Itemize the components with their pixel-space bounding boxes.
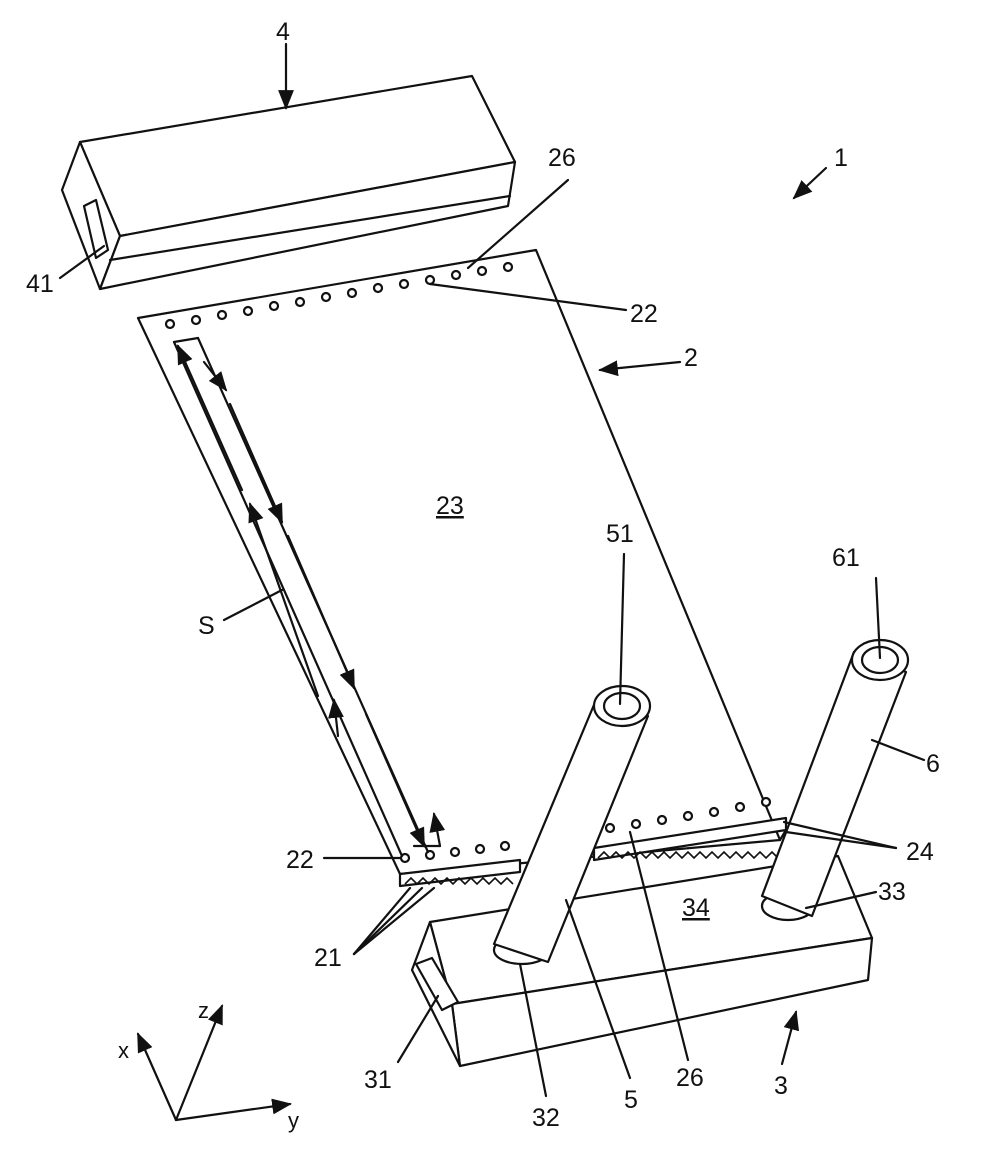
z-axis-label: z — [198, 998, 209, 1023]
y-axis-label: y — [288, 1108, 299, 1133]
x-axis-label: x — [118, 1038, 129, 1063]
label-top-header-slot: 41 — [26, 270, 54, 298]
label-flow: S — [198, 612, 215, 640]
label-plate: 2 — [684, 344, 698, 372]
label-assembly: 1 — [834, 144, 848, 172]
label-face: 23 — [436, 492, 464, 520]
z-axis-arrow — [176, 1006, 222, 1120]
label-hole-row-top: 22 — [630, 300, 658, 328]
axis-triad: x z y — [118, 998, 299, 1133]
y-axis-arrow — [176, 1104, 290, 1120]
label-pipe-seat-b: 33 — [878, 878, 906, 906]
label-bottom-header-slot: 31 — [364, 1066, 392, 1094]
label-header-face: 34 — [682, 894, 710, 922]
label-top-header: 4 — [276, 18, 290, 46]
label-hole-row-inner-bottom: 26 — [676, 1064, 704, 1092]
label-pipe-b-bore: 61 — [832, 544, 860, 572]
top-header — [62, 76, 515, 289]
label-slit: 21 — [314, 944, 342, 972]
label-edge-teeth: 24 — [906, 838, 934, 866]
label-pipe-a-bore: 51 — [606, 520, 634, 548]
label-pipe-b: 6 — [926, 750, 940, 778]
label-hole-row-bottom: 22 — [286, 846, 314, 874]
label-bottom-header: 3 — [774, 1072, 788, 1100]
label-pipe-seat-a: 32 — [532, 1104, 560, 1132]
label-pipe-a: 5 — [624, 1086, 638, 1114]
x-axis-arrow — [138, 1034, 176, 1120]
label-hole-row-inner-top: 26 — [548, 144, 576, 172]
pipe-5-bore — [604, 693, 640, 719]
